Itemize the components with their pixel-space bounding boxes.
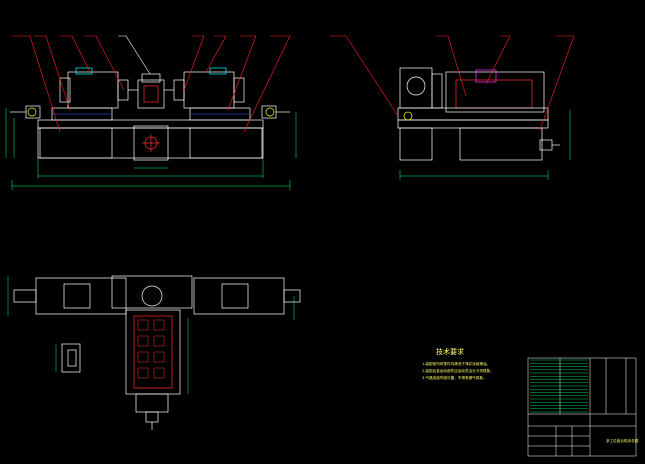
side-head xyxy=(445,71,545,113)
top-view xyxy=(13,275,301,430)
notes-title: 技术要求 xyxy=(436,347,464,356)
front-right-head xyxy=(183,71,235,109)
side-view-dimensions xyxy=(399,110,571,180)
front-view-leaders xyxy=(12,35,291,133)
front-left-head xyxy=(67,71,119,109)
top-right-head xyxy=(193,277,285,315)
side-base-right xyxy=(459,127,543,161)
side-view-leaders xyxy=(330,35,575,131)
top-left-head xyxy=(35,277,127,315)
title-block-text: 多工位组合机床总图 xyxy=(606,438,639,443)
title-block-rows xyxy=(530,359,588,413)
notes-line-3: 3.气路连接牢固可靠，不得有漏气现象。 xyxy=(422,375,487,380)
notes-line-2: 2.装配后各运动部件应运动灵活无卡滞现象。 xyxy=(422,368,494,373)
top-view-dimensions xyxy=(7,276,295,394)
top-center-block xyxy=(111,275,193,309)
side-motor xyxy=(399,67,433,109)
front-center-column xyxy=(133,125,169,161)
side-base-left xyxy=(399,127,433,161)
front-view-dimensions xyxy=(5,108,297,190)
title-block-caption: 多工位组合机床总图 xyxy=(606,438,639,443)
side-view xyxy=(397,67,560,161)
technical-notes: 技术要求 1.装配前所有零件均清洗干净并涂润滑油。 2.装配后各运动部件应运动灵… xyxy=(422,347,494,380)
front-view-whiteleader xyxy=(118,35,151,75)
top-view-details xyxy=(137,319,165,379)
front-fixture xyxy=(137,79,165,109)
notes-line-1: 1.装配前所有零件均清洗干净并涂润滑油。 xyxy=(422,361,490,366)
